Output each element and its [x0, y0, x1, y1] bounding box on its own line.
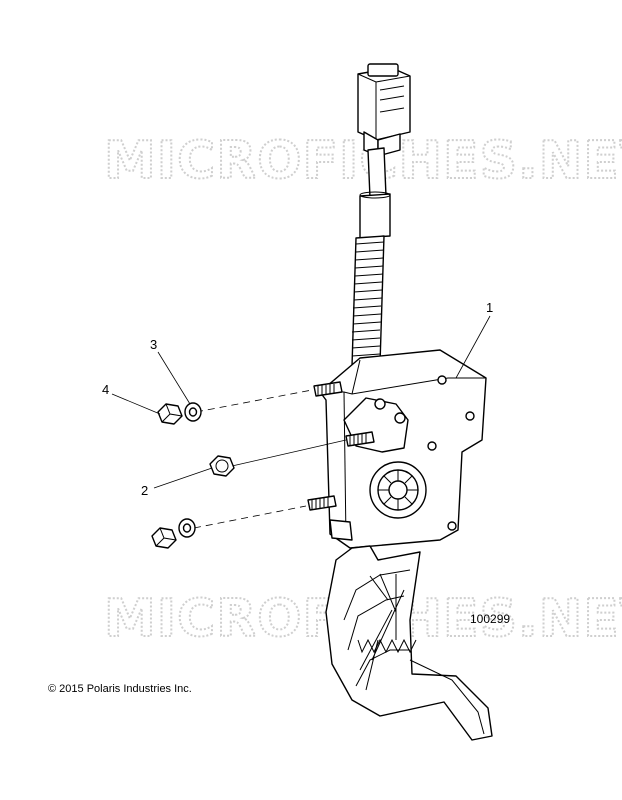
- alignment-lines: [193, 389, 347, 529]
- pedal-arm: [325, 545, 493, 741]
- copyright-notice: © 2015 Polaris Industries Inc.: [48, 683, 192, 695]
- callout-leaders: [111, 315, 491, 489]
- callout-3: 3: [150, 337, 157, 352]
- drawing-number: 100299: [470, 612, 510, 626]
- nut-lower: [151, 527, 177, 549]
- nut-part-4: [157, 403, 183, 425]
- watermark-top: MICROFICHES.NET: [104, 131, 622, 191]
- flange-nut-part-2: [209, 455, 235, 477]
- housing-studs: [307, 381, 375, 511]
- washer-part-3: [184, 402, 202, 422]
- sensor-cable: [351, 147, 391, 367]
- callout-4: 4: [102, 382, 109, 397]
- washer-lower: [178, 518, 196, 538]
- callout-1: 1: [486, 300, 493, 315]
- pedal-sensor-housing: [319, 349, 487, 549]
- callout-2: 2: [141, 483, 148, 498]
